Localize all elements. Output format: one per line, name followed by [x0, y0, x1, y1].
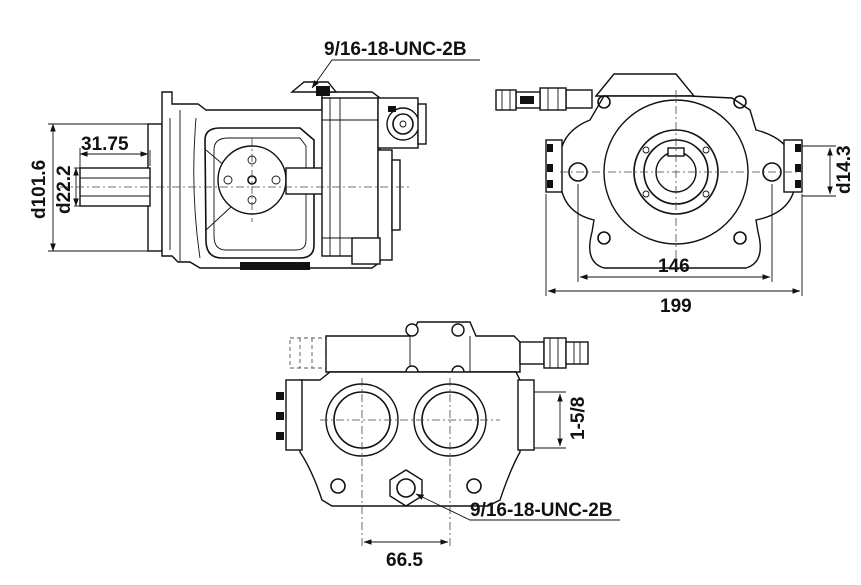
label-top-thread: 9/16-18-UNC-2B — [324, 39, 467, 60]
label-port-spacing: 66.5 — [386, 550, 423, 571]
side-view — [60, 81, 427, 270]
side-view-dimensions — [48, 59, 480, 252]
front-view-dimensions — [545, 145, 836, 296]
top-view-dimensions — [363, 391, 620, 545]
top-view — [276, 321, 589, 546]
label-shaft-diameter: d22.2 — [54, 165, 75, 214]
top-compensator — [325, 321, 521, 373]
label-port-size: 1-5/8 — [568, 397, 589, 440]
front-view — [495, 73, 803, 269]
label-flange-width: 199 — [660, 296, 692, 317]
label-bottom-thread: 9/16-18-UNC-2B — [470, 500, 613, 521]
label-key-width: d14.3 — [834, 145, 855, 194]
label-flange-pilot: d101.6 — [29, 160, 50, 219]
side-compensator-valve — [386, 107, 420, 141]
label-bolt-spacing: 146 — [658, 256, 690, 277]
label-shaft-length: 31.75 — [81, 134, 129, 155]
